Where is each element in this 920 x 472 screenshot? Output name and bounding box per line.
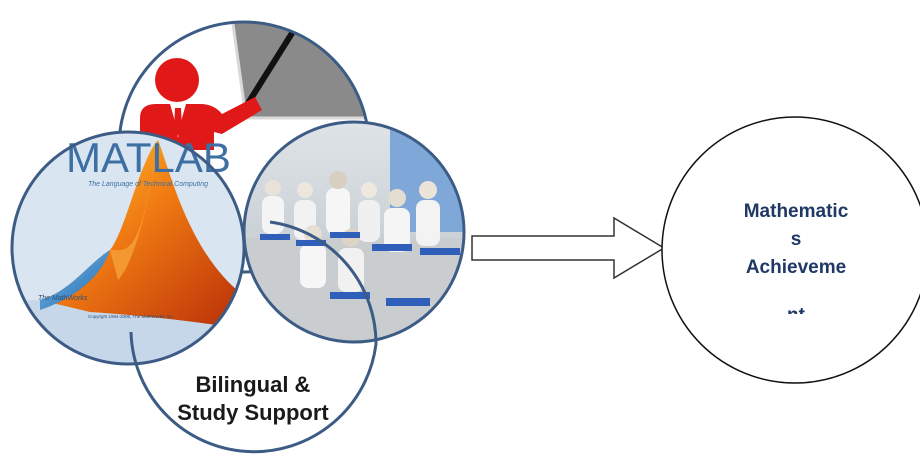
support-label-line1: Bilingual & [196, 372, 311, 397]
matlab-title: MATLAB [66, 134, 231, 181]
achievement-label-line3: Achieveme [746, 257, 846, 278]
achievement-circle: Mathematic s Achieveme nt [661, 116, 920, 384]
matlab-tagline: The Language of Technical Computing [88, 181, 208, 188]
achievement-label-line1: Mathematic [744, 201, 849, 222]
support-circle: Bilingual & Study Support [129, 220, 378, 454]
classroom-desks [260, 232, 460, 306]
matlab-membrane-logo [40, 140, 244, 330]
matlab-circle: MATLAB The Language of Technical Computi… [10, 130, 246, 366]
presenter-body [140, 97, 262, 150]
presenter-head [155, 58, 199, 102]
achievement-label-line2: s [791, 229, 802, 250]
matlab-copyright: Copyright 1984-2006, The MathWorks, Inc. [88, 314, 174, 319]
support-circle-border [129, 220, 378, 454]
pointer-stick [242, 28, 297, 110]
achievement-label-line4: nt [787, 305, 806, 326]
matlab-vendor: The MathWorks [38, 295, 88, 302]
presenter-tie [174, 108, 182, 136]
matlab-circle-border [10, 130, 246, 366]
achievement-circle-border [661, 116, 920, 384]
block-arrow [471, 216, 666, 280]
support-label-line2: Study Support [177, 400, 329, 425]
